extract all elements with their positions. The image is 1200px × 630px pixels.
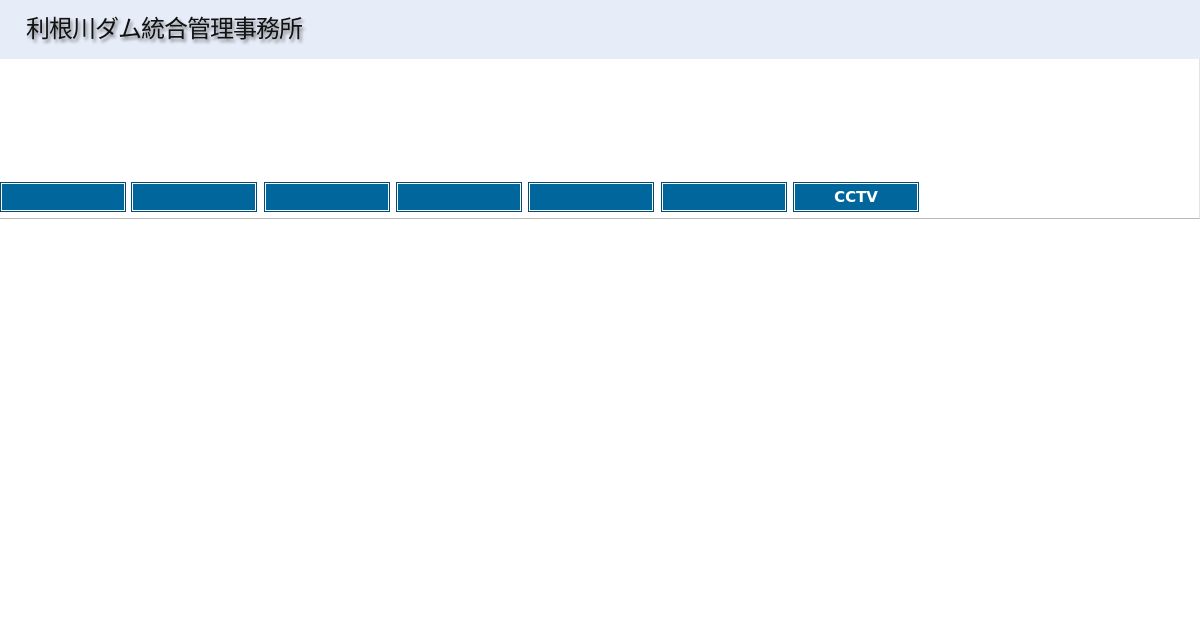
site-header: 利根川ダム統合管理事務所 xyxy=(0,0,1200,59)
site-title[interactable]: 利根川ダム統合管理事務所 xyxy=(26,15,303,43)
nav-button-2[interactable] xyxy=(131,182,257,212)
nav-button-cctv[interactable]: CCTV xyxy=(793,182,919,212)
nav-button-4[interactable] xyxy=(396,182,522,212)
nav-button-1[interactable] xyxy=(0,182,126,212)
nav-button-3[interactable] xyxy=(264,182,390,212)
main-nav: CCTV xyxy=(0,182,925,214)
nav-button-6[interactable] xyxy=(661,182,787,212)
nav-button-5[interactable] xyxy=(528,182,654,212)
